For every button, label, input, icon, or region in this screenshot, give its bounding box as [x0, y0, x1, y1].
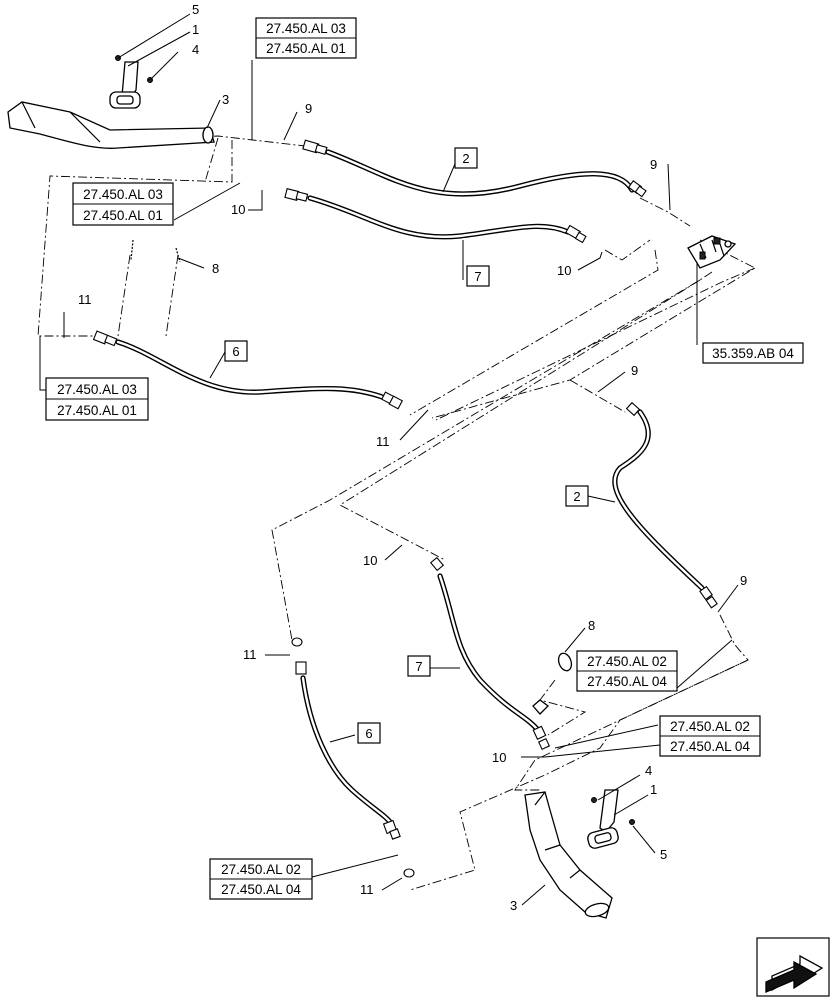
- reference-2-line-1: 27.450.AL 03: [83, 187, 163, 202]
- reference-box-1[interactable]: 27.450.AL 03 27.450.AL 01: [255, 17, 357, 59]
- boxed-item-7-top: 7: [466, 265, 490, 287]
- svg-text:6: 6: [232, 344, 239, 359]
- reference-7-line-1: 27.450.AL 02: [221, 862, 301, 877]
- boxed-item-7-bottom: 7: [407, 655, 431, 677]
- reference-6-line-1: 27.450.AL 02: [670, 719, 750, 734]
- boxed-item-6-bottom: 6: [357, 722, 381, 744]
- svg-text:7: 7: [415, 659, 422, 674]
- cable-ties-top: [130, 239, 181, 263]
- item-label-1: 1: [650, 782, 657, 797]
- item-label-10: 10: [492, 750, 506, 765]
- reference-5-line-1: 27.450.AL 02: [587, 654, 667, 669]
- item-label-3: 3: [510, 898, 517, 913]
- reference-box-4[interactable]: 35.359.AB 04: [702, 342, 804, 364]
- reference-box-5[interactable]: 27.450.AL 02 27.450.AL 04: [576, 650, 678, 692]
- bracket-part-1-bottom: [587, 789, 635, 849]
- item-label-9: 9: [650, 157, 657, 172]
- reference-6-line-2: 27.450.AL 04: [670, 739, 750, 754]
- item-label-10: 10: [557, 263, 571, 278]
- svg-text:6: 6: [365, 726, 372, 741]
- reference-box-6[interactable]: 27.450.AL 02 27.450.AL 04: [659, 715, 761, 757]
- item-label-8: 8: [588, 618, 595, 633]
- svg-text:7: 7: [474, 269, 481, 284]
- item-label-4: 4: [192, 42, 199, 57]
- reference-5-line-2: 27.450.AL 04: [587, 674, 667, 689]
- boxed-item-6-top: 6: [224, 340, 248, 362]
- item-label-9: 9: [305, 101, 312, 116]
- reference-2-line-2: 27.450.AL 01: [83, 208, 163, 223]
- routing-lines: [37, 135, 756, 891]
- cable-ties-bottom: [532, 652, 573, 715]
- leader-lines: [39, 13, 739, 906]
- reference-box-2[interactable]: 27.450.AL 03 27.450.AL 01: [72, 182, 174, 226]
- item-label-10: 10: [363, 553, 377, 568]
- valve-block: [687, 235, 737, 269]
- bracket-part-1-top: [109, 55, 153, 109]
- reference-box-3[interactable]: 27.450.AL 03 27.450.AL 01: [45, 377, 149, 421]
- boxed-item-2-top: 2: [454, 147, 478, 169]
- oil-bag-part-3-bottom: [524, 791, 613, 919]
- item-label-11: 11: [78, 292, 92, 307]
- item-label-10: 10: [231, 202, 245, 217]
- item-label-3: 3: [222, 92, 229, 107]
- svg-text:2: 2: [573, 489, 580, 504]
- hose-2-right: [612, 409, 705, 591]
- reference-4: 35.359.AB 04: [712, 346, 794, 361]
- hose-2-top: [325, 149, 635, 197]
- hose-7-top: [307, 195, 571, 240]
- item-label-4: 4: [645, 763, 652, 778]
- item-label-11: 11: [360, 882, 374, 897]
- item-labels: 5 1 4 3 9 9 10 10 8 11 11 9 10 9 8 11 10…: [78, 2, 747, 913]
- svg-text:2: 2: [462, 151, 469, 166]
- next-page-arrow-icon[interactable]: [756, 937, 830, 997]
- item-label-9: 9: [740, 573, 747, 588]
- fittings: [92, 139, 718, 878]
- item-label-5: 5: [660, 847, 667, 862]
- item-label-1: 1: [192, 22, 199, 37]
- item-label-8: 8: [212, 261, 219, 276]
- reference-box-7[interactable]: 27.450.AL 02 27.450.AL 04: [209, 858, 313, 900]
- boxed-item-2-right: 2: [565, 485, 589, 507]
- item-label-5: 5: [192, 2, 199, 17]
- hose-6-top: [115, 339, 388, 401]
- oil-bag-part-3-top: [7, 101, 215, 149]
- hose-7-bottom: [437, 573, 541, 733]
- reference-1-line-1: 27.450.AL 03: [266, 21, 346, 36]
- reference-3-line-2: 27.450.AL 01: [57, 403, 137, 418]
- item-label-11: 11: [243, 647, 257, 662]
- reference-1-line-2: 27.450.AL 01: [266, 41, 346, 56]
- reference-3-line-1: 27.450.AL 03: [57, 382, 137, 397]
- reference-7-line-2: 27.450.AL 04: [221, 882, 301, 897]
- item-label-9: 9: [631, 363, 638, 378]
- item-label-11: 11: [376, 434, 390, 449]
- hose-6-bottom: [300, 675, 393, 825]
